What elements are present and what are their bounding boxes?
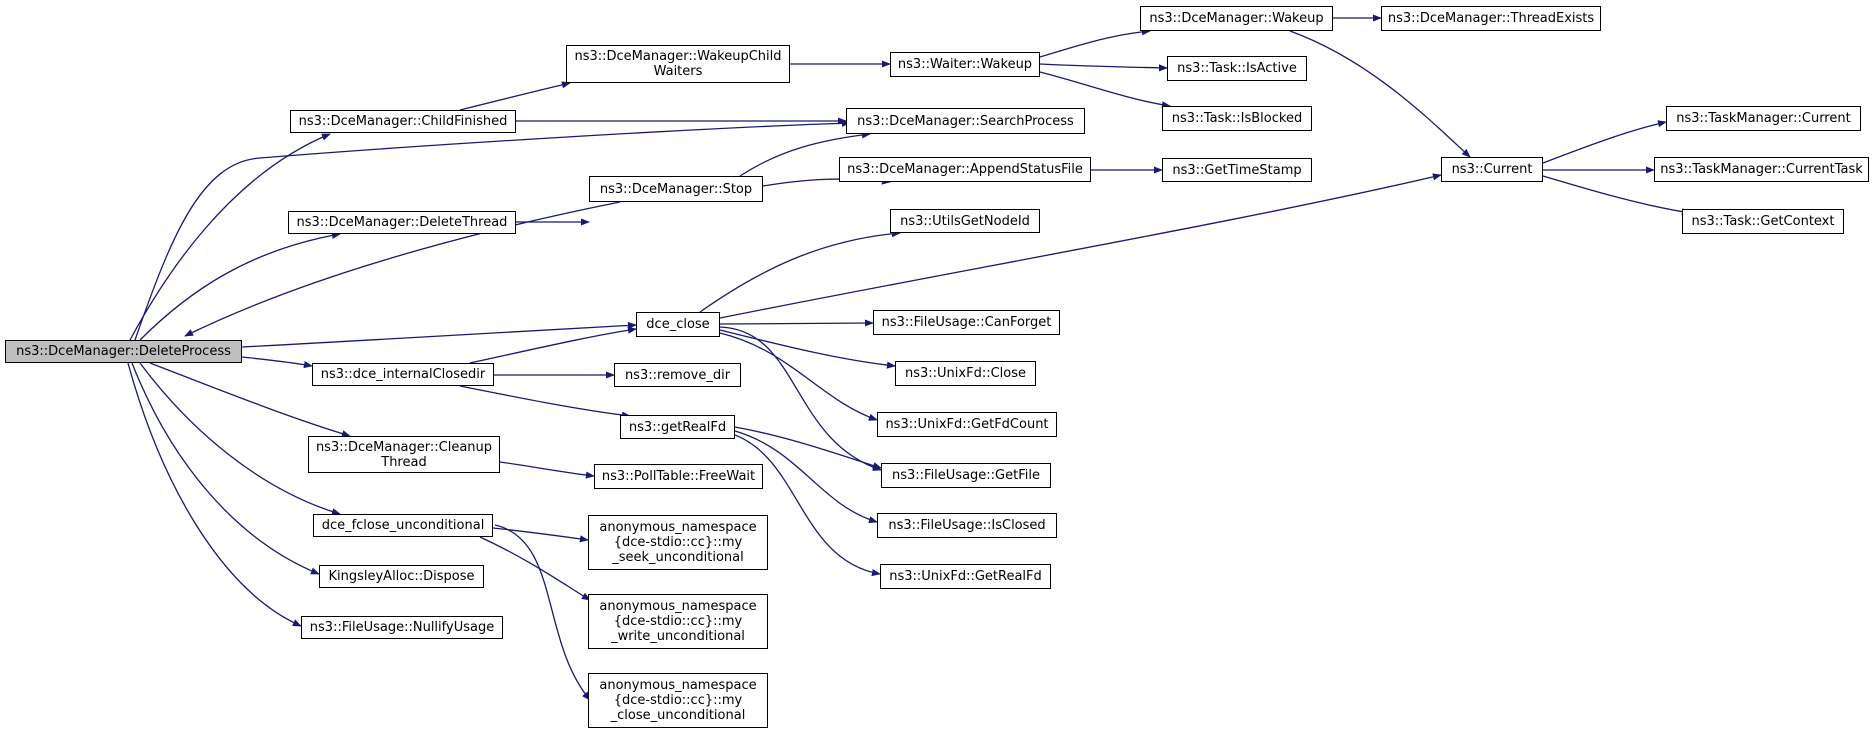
edge-waiterwakeup-dcewakeup xyxy=(1039,28,1151,58)
node-dce-close[interactable]: dce_close xyxy=(636,312,720,337)
edge-waiterwakeup-isactive xyxy=(1039,63,1168,72)
node-is-active[interactable]: ns3::Task::IsActive xyxy=(1167,56,1307,81)
edge-root-childfinished xyxy=(129,133,331,341)
edge-dceclose-getfile xyxy=(719,326,882,471)
edge-getrealfd-unixgetrealfd xyxy=(734,434,881,577)
edge-internalclosedir-getrealfd xyxy=(459,385,631,419)
node-get-real-fd[interactable]: ns3::getRealFd xyxy=(620,415,735,439)
node-is-closed[interactable]: ns3::FileUsage::IsClosed xyxy=(877,513,1057,538)
edge-dceclose-canforget xyxy=(719,319,874,327)
edge-dcewakeup-current xyxy=(1289,30,1471,158)
node-get-file[interactable]: ns3::FileUsage::GetFile xyxy=(881,463,1051,488)
node-free-wait[interactable]: ns3::PollTable::FreeWait xyxy=(594,464,763,489)
edge-getrealfd-isclosed xyxy=(734,430,878,524)
node-is-blocked[interactable]: ns3::Task::IsBlocked xyxy=(1162,106,1312,131)
node-get-context[interactable]: ns3::Task::GetContext xyxy=(1682,209,1844,234)
edge-dceclose-current xyxy=(719,173,1442,319)
edge-stop-searchprocess xyxy=(739,131,871,177)
edge-root-dispose xyxy=(131,362,320,575)
node-append-status-file[interactable]: ns3::DceManager::AppendStatusFile xyxy=(839,157,1091,182)
node-kingsley-dispose[interactable]: KingsleyAlloc::Dispose xyxy=(319,565,484,588)
edge-dceclose-unixfdclose xyxy=(719,329,896,369)
edge-dceclose-utilsgetnodeid xyxy=(699,230,901,313)
edge-root-deletethread xyxy=(139,231,341,341)
node-current[interactable]: ns3::Current xyxy=(1441,157,1543,182)
edge-fclose-writeunc xyxy=(479,536,591,601)
node-utils-get-node-id[interactable]: ns3::UtilsGetNodeId xyxy=(890,209,1040,233)
node-stop[interactable]: ns3::DceManager::Stop xyxy=(589,176,763,202)
edge-fclose-closeunc xyxy=(494,524,591,701)
node-fclose-unconditional[interactable]: dce_fclose_unconditional xyxy=(313,514,493,537)
node-taskmanager-current-task[interactable]: ns3::TaskManager::CurrentTask xyxy=(1654,157,1869,182)
edge-fclose-seekunc xyxy=(492,527,589,543)
node-remove-dir[interactable]: ns3::remove_dir xyxy=(614,363,741,387)
node-get-fd-count[interactable]: ns3::UnixFd::GetFdCount xyxy=(877,412,1057,437)
edge-waiterwakeup-isblocked xyxy=(1039,71,1171,109)
node-nullify-usage[interactable]: ns3::FileUsage::NullifyUsage xyxy=(301,616,503,639)
node-search-process[interactable]: ns3::DceManager::SearchProcess xyxy=(846,108,1085,134)
edge-current-getcontext xyxy=(1542,175,1691,216)
node-waiter-wakeup[interactable]: ns3::Waiter::Wakeup xyxy=(890,52,1040,77)
node-internal-closedir[interactable]: ns3::dce_internalClosedir xyxy=(312,363,494,386)
node-wakeup-child-waiters[interactable]: ns3::DceManager::WakeupChild Waiters xyxy=(566,45,790,83)
node-unixfd-close[interactable]: ns3::UnixFd::Close xyxy=(895,361,1036,386)
edge-root-nullifyusage xyxy=(127,362,302,627)
node-write-unconditional[interactable]: anonymous_namespace {dce-stdio::cc}::my … xyxy=(588,594,768,649)
node-dce-wakeup[interactable]: ns3::DceManager::Wakeup xyxy=(1140,6,1333,31)
node-delete-process[interactable]: ns3::DceManager::DeleteProcess xyxy=(5,340,242,363)
node-cleanup-thread[interactable]: ns3::DceManager::Cleanup Thread xyxy=(308,436,500,473)
edge-childfinished-wakeupchild xyxy=(459,81,571,111)
edge-root-cleanupthread xyxy=(149,362,351,438)
edge-current-tmcurrent xyxy=(1542,120,1667,164)
edge-dceclose-getfdcount xyxy=(719,332,878,421)
node-can-forget[interactable]: ns3::FileUsage::CanForget xyxy=(873,310,1060,335)
edge-internalclosedir-dceclose xyxy=(469,326,637,364)
node-get-time-stamp[interactable]: ns3::GetTimeStamp xyxy=(1162,158,1312,182)
node-seek-unconditional[interactable]: anonymous_namespace {dce-stdio::cc}::my … xyxy=(588,515,768,570)
node-close-unconditional[interactable]: anonymous_namespace {dce-stdio::cc}::my … xyxy=(588,673,768,728)
edge-root-fclose xyxy=(139,362,341,516)
node-unixfd-get-real-fd[interactable]: ns3::UnixFd::GetRealFd xyxy=(880,564,1051,589)
edge-cleanupthread-freewait xyxy=(499,461,595,479)
edge-root-searchprocess xyxy=(134,119,851,341)
node-thread-exists[interactable]: ns3::DceManager::ThreadExists xyxy=(1381,6,1601,31)
edge-root-dceclose xyxy=(241,321,637,348)
node-delete-thread[interactable]: ns3::DceManager::DeleteThread xyxy=(288,211,516,234)
node-taskmanager-current[interactable]: ns3::TaskManager::Current xyxy=(1666,106,1861,131)
edge-stop-root xyxy=(184,201,621,337)
node-child-finished[interactable]: ns3::DceManager::ChildFinished xyxy=(290,110,516,133)
edge-root-internalclosedir xyxy=(241,356,313,369)
edge-getrealfd-getfile xyxy=(734,426,882,469)
